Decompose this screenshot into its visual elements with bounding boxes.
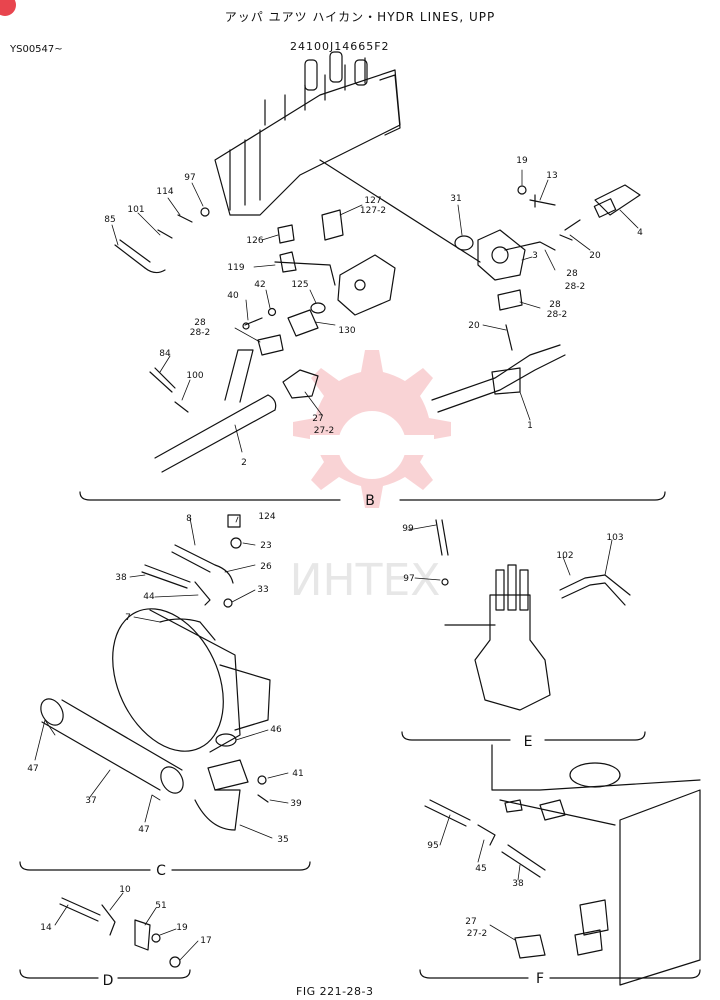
callout-1: 1 xyxy=(527,421,533,431)
corner-marker xyxy=(0,0,16,16)
callout-95: 95 xyxy=(427,841,438,851)
section-label-d: D xyxy=(103,973,114,989)
callout-38a: 38 xyxy=(115,573,127,583)
callout-40: 40 xyxy=(227,291,239,301)
section-label-f: F xyxy=(536,971,544,987)
callout-39: 39 xyxy=(290,799,302,809)
callout-41: 41 xyxy=(292,769,303,779)
callout-119: 119 xyxy=(227,263,244,273)
callout-27b: 27 xyxy=(465,917,476,927)
callout-84: 84 xyxy=(159,349,171,359)
callout-46: 46 xyxy=(270,725,282,735)
callout-85: 85 xyxy=(104,215,115,225)
callout-23: 23 xyxy=(260,541,271,551)
callout-51: 51 xyxy=(155,901,166,911)
figure-number: FIG 221-28-3 xyxy=(296,985,374,998)
callout-14: 14 xyxy=(40,923,52,933)
callout-7: 7 xyxy=(125,613,131,623)
callout-26: 26 xyxy=(260,562,272,572)
callout-44: 44 xyxy=(143,592,155,602)
part-number: 24100J14665F2 xyxy=(290,40,390,53)
section-d-drawing xyxy=(19,897,191,979)
callout-8: 8 xyxy=(186,514,192,524)
section-c-drawing xyxy=(19,514,311,871)
callout-31: 31 xyxy=(450,194,461,204)
callout-103: 103 xyxy=(606,533,623,543)
callout-19b: 19 xyxy=(176,923,188,933)
callout-127: 127 xyxy=(364,196,381,206)
callout-114: 114 xyxy=(156,187,173,197)
callout-27a: 27 xyxy=(312,414,323,424)
callout-33: 33 xyxy=(257,585,268,595)
callout-28-2c: 28-2 xyxy=(547,310,567,320)
callout-13: 13 xyxy=(546,171,557,181)
callout-28c: 28 xyxy=(549,300,561,310)
callout-47a: 47 xyxy=(27,764,38,774)
callout-17: 17 xyxy=(200,936,211,946)
diagram-title: アッパ ユアツ ハイカン・HYDR LINES, UPP xyxy=(224,10,496,24)
callout-27-2b: 27-2 xyxy=(467,929,487,939)
callout-97b: 97 xyxy=(403,574,414,584)
callout-28-2a: 28-2 xyxy=(565,282,585,292)
watermark-text: ИНТЕХ xyxy=(290,555,441,606)
callout-28b: 28 xyxy=(194,318,206,328)
callout-20b: 20 xyxy=(468,321,480,331)
callout-4: 4 xyxy=(637,228,643,238)
callout-2: 2 xyxy=(241,458,247,468)
callout-37: 37 xyxy=(85,796,96,806)
callout-97a: 97 xyxy=(184,173,195,183)
callout-127-2: 127-2 xyxy=(360,206,386,216)
section-label-c: C xyxy=(156,863,166,879)
callout-42: 42 xyxy=(254,280,265,290)
callout-28-2b: 28-2 xyxy=(190,328,210,338)
leader-lines xyxy=(34,169,639,961)
section-e-drawing xyxy=(401,519,646,741)
callout-35: 35 xyxy=(277,835,288,845)
callout-101: 101 xyxy=(127,205,144,215)
callout-99: 99 xyxy=(402,524,414,534)
callout-125: 125 xyxy=(291,280,308,290)
callout-126: 126 xyxy=(246,236,263,246)
callout-labels: 19139711410185127127-23141262011932828-2… xyxy=(27,156,643,946)
serial-range: YS00547~ xyxy=(10,44,63,55)
section-label-b: B xyxy=(365,493,375,509)
section-b-drawing xyxy=(79,51,666,501)
section-label-e: E xyxy=(524,734,533,750)
section-f-drawing xyxy=(419,744,701,986)
callout-20a: 20 xyxy=(589,251,601,261)
callout-10: 10 xyxy=(119,885,131,895)
callout-102: 102 xyxy=(556,551,573,561)
callout-3: 3 xyxy=(532,251,538,261)
callout-45: 45 xyxy=(475,864,486,874)
callout-19a: 19 xyxy=(516,156,528,166)
callout-124: 124 xyxy=(258,512,275,522)
callout-27-2a: 27-2 xyxy=(314,426,334,436)
callout-47b: 47 xyxy=(138,825,149,835)
callout-28a: 28 xyxy=(566,269,578,279)
callout-130: 130 xyxy=(338,326,355,336)
callout-100: 100 xyxy=(186,371,203,381)
callout-38b: 38 xyxy=(512,879,524,889)
watermark-logo: ИНТЕХ xyxy=(290,350,451,606)
